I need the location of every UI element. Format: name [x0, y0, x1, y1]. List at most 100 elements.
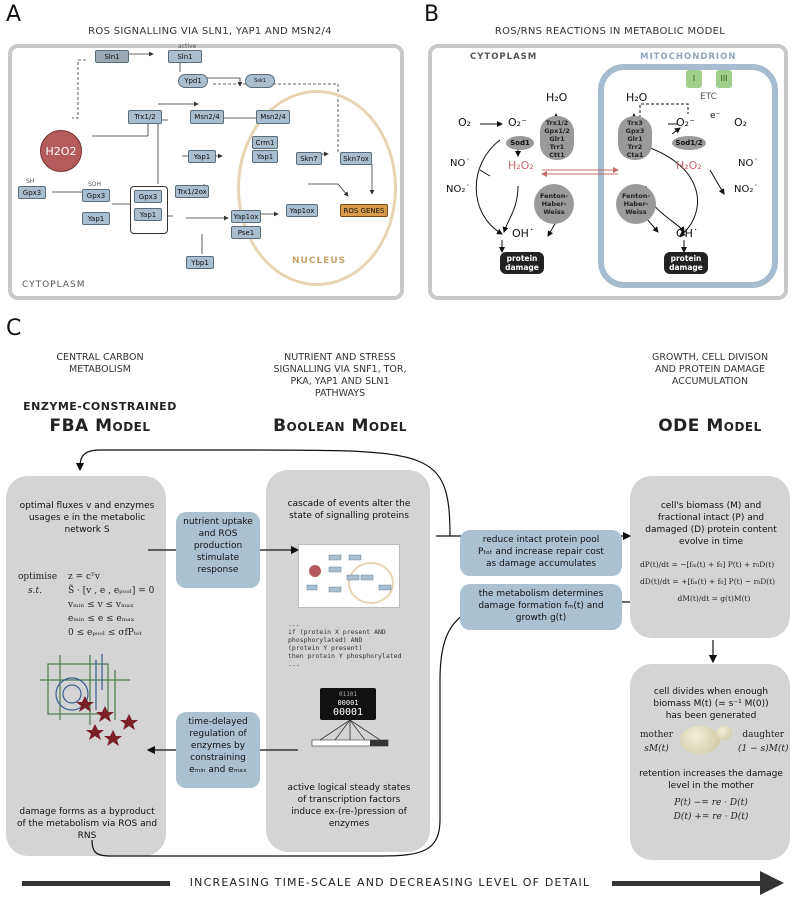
footer-arrow-right-bar — [612, 881, 762, 886]
link-nutrient-2: production — [193, 541, 243, 551]
bool-outro: active logical steady states of transcri… — [272, 782, 426, 830]
cyto-fenton-1: Haber- — [541, 200, 567, 208]
footer-arrow-left-bar — [22, 881, 170, 886]
mother-0: mother — [640, 730, 673, 740]
link-nutrient-1: and ROS — [198, 529, 238, 539]
link-determines-1: damage formation fₘ(t) and — [478, 601, 604, 611]
col2-title: Boolean Model — [273, 416, 407, 436]
col3-title: ODE Model — [658, 416, 762, 436]
ode-eq-0: dP(t)/dt = −[fₘ(t) + f₀] P(t) + r₀D(t) — [640, 560, 775, 569]
node-pse1: Pse1 — [231, 226, 261, 239]
col2-head-3: PATHWAYS — [314, 388, 366, 399]
ode-intro-0: cell's biomass (M) and — [660, 501, 762, 511]
ode-upd-1: D(t) += re · D(t) — [673, 812, 749, 822]
panel-a-title: ROS SIGNALLING VIA SLN1, YAP1 AND MSN2/4 — [88, 26, 332, 37]
ode-eq-2: dM(t)/dt = g(t)M(t) — [677, 594, 751, 603]
fba-damage: damage forms as a byproduct of the metab… — [12, 806, 162, 842]
node-msn24-nuc: Msn2/4 — [256, 110, 290, 124]
boolean-box — [266, 470, 430, 852]
node-skn7: Skn7 — [296, 152, 322, 165]
mito-enz-2: Glr1 — [627, 135, 643, 143]
mito-no: NO˙ — [738, 158, 759, 169]
bool-code-2: phosphorylated) AND — [288, 636, 363, 644]
fba-intro: optimal fluxes v and enzymes usages e in… — [12, 500, 162, 536]
node-yap1ox-nuc: Yap1ox — [286, 204, 318, 217]
col1-superscript: ENZYME-CONSTRAINED — [23, 400, 177, 413]
bool-outro-1: of transcription factors — [297, 795, 401, 805]
etc-complex-iii: III — [716, 70, 732, 88]
cyto-o2: O₂ — [458, 116, 472, 129]
mito-oh: OH˙ — [676, 227, 699, 240]
mother-label: mother sM(t) — [640, 728, 673, 756]
node-gpx3-sh: Gpx3 — [18, 186, 46, 199]
ode-intro-3: evolve in time — [679, 537, 743, 547]
node-skn7ox: Skn7ox — [340, 152, 372, 165]
node-yap1-d: Yap1 — [252, 150, 278, 163]
link-reduce-2: as damage accumulates — [485, 559, 597, 569]
mito-fenton: Fenton- Haber- Weiss — [616, 184, 656, 224]
link-delayed-0: time-delayed — [188, 717, 248, 727]
thumbnail-graphic — [306, 554, 394, 604]
bool-outro-0: active logical steady states — [287, 783, 411, 793]
fba-damage-0: damage forms as a byproduct — [19, 807, 155, 817]
cyto-fenton: Fenton- Haber- Weiss — [534, 184, 574, 224]
link-determines-2: growth g(t) — [515, 613, 567, 623]
ode-update: P(t) −= re · D(t) D(t) += re · D(t) — [636, 796, 786, 824]
daughter-0: daughter — [742, 730, 785, 740]
link-reduce-pool: reduce intact protein pool Pₜₒₜ and incr… — [460, 530, 622, 576]
cyto-oh: OH˙ — [512, 227, 535, 240]
node-h2o2: H2O2 — [40, 130, 82, 172]
link-nutrient-uptake: nutrient uptake and ROS production stimu… — [176, 512, 260, 588]
cyto-h2o: H₂O — [546, 91, 568, 104]
fba-eq-1: S̃ · [v , e , eₚₒₒₗ] = 0 — [68, 586, 155, 596]
bit-row-0: 01101 — [338, 691, 358, 698]
footer-label: INCREASING TIME-SCALE AND DECREASING LEV… — [189, 876, 591, 889]
daughter-cell — [716, 726, 732, 740]
link-delayed-1: regulation of — [189, 729, 247, 739]
node-trx12ox: Trx1/2ox — [175, 185, 209, 198]
ode-eq-1: dD(t)/dt = +[fₘ(t) + f₀] P(t) − r₀D(t) — [640, 577, 776, 586]
fba-eq-4: 0 ≤ eₚₒₒₗ ≤ σfPₜₒₜ — [68, 628, 142, 638]
label-cytoplasm-a: CYTOPLASM — [22, 280, 86, 290]
label-etc: ETC — [700, 92, 717, 102]
link-nutrient-0: nutrient uptake — [183, 517, 253, 527]
cyto-dmg-0: protein — [506, 254, 538, 263]
panel-b-reactions — [475, 103, 725, 253]
ode-divide: cell divides when enough biomass M(t) (=… — [636, 686, 786, 722]
col1-head: CENTRAL CARBON METABOLISM — [20, 352, 180, 376]
fba-intro-1: usages e in the metabolic — [28, 513, 146, 523]
ode-retention: retention increases the damage level in … — [636, 768, 786, 792]
link-reduce-1: Pₜₒₜ and increase repair cost — [478, 547, 604, 557]
node-sln1-inactive: Sln1 — [95, 50, 129, 63]
col1-head-0: CENTRAL CARBON — [56, 352, 144, 363]
cyto-enz-3: Trr1 — [549, 143, 565, 151]
node-ros-genes: ROS GENES — [340, 204, 388, 217]
bool-code-4: then protein Y phosphorylated — [288, 652, 402, 660]
daughter-1: (1 − s)M(t) — [738, 744, 789, 754]
ode-intro-2: damaged (D) protein content — [645, 525, 777, 535]
node-sln1-active: Sln1 — [168, 50, 202, 63]
link-delayed-3: constraining — [190, 753, 246, 763]
bool-outro-3: enzymes — [328, 819, 370, 829]
mito-fenton-1: Haber- — [623, 200, 649, 208]
mito-sod: Sod1/2 — [672, 136, 706, 150]
node-yap1-a: Yap1 — [82, 212, 110, 225]
label-active: active — [178, 43, 197, 50]
ode-upd-0: P(t) −= re · D(t) — [674, 798, 748, 808]
ode-divide-2: has been generated — [665, 711, 757, 721]
cyto-o2-radical: O₂⁻ — [508, 116, 527, 129]
ode-intro-1: fractional intact (P) and — [657, 513, 765, 523]
mito-enz-0: Trx3 — [627, 119, 643, 127]
cyto-enz-4: Ctt1 — [549, 151, 565, 159]
cyto-fenton-0: Fenton- — [539, 192, 569, 200]
bit-row-1: 00001 — [337, 699, 359, 707]
node-yap1-c: Yap1 — [188, 150, 216, 163]
ode-retention-0: retention increases the damage — [639, 769, 783, 779]
bool-intro: cascade of events alter the state of sig… — [272, 498, 426, 522]
bool-code-0: ... — [288, 620, 300, 628]
fba-eq-2: vₘᵢₙ ≤ v ≤ vₘₐₓ — [68, 600, 134, 610]
label-nucleus: NUCLEUS — [292, 256, 347, 266]
ode-equations: dP(t)/dt = −[fₘ(t) + f₀] P(t) + r₀D(t) d… — [640, 556, 788, 607]
fba-eq-3: eₘᵢₙ ≤ e ≤ eₘₐₓ — [68, 614, 135, 624]
link-nutrient-3: stimulate — [196, 553, 240, 563]
